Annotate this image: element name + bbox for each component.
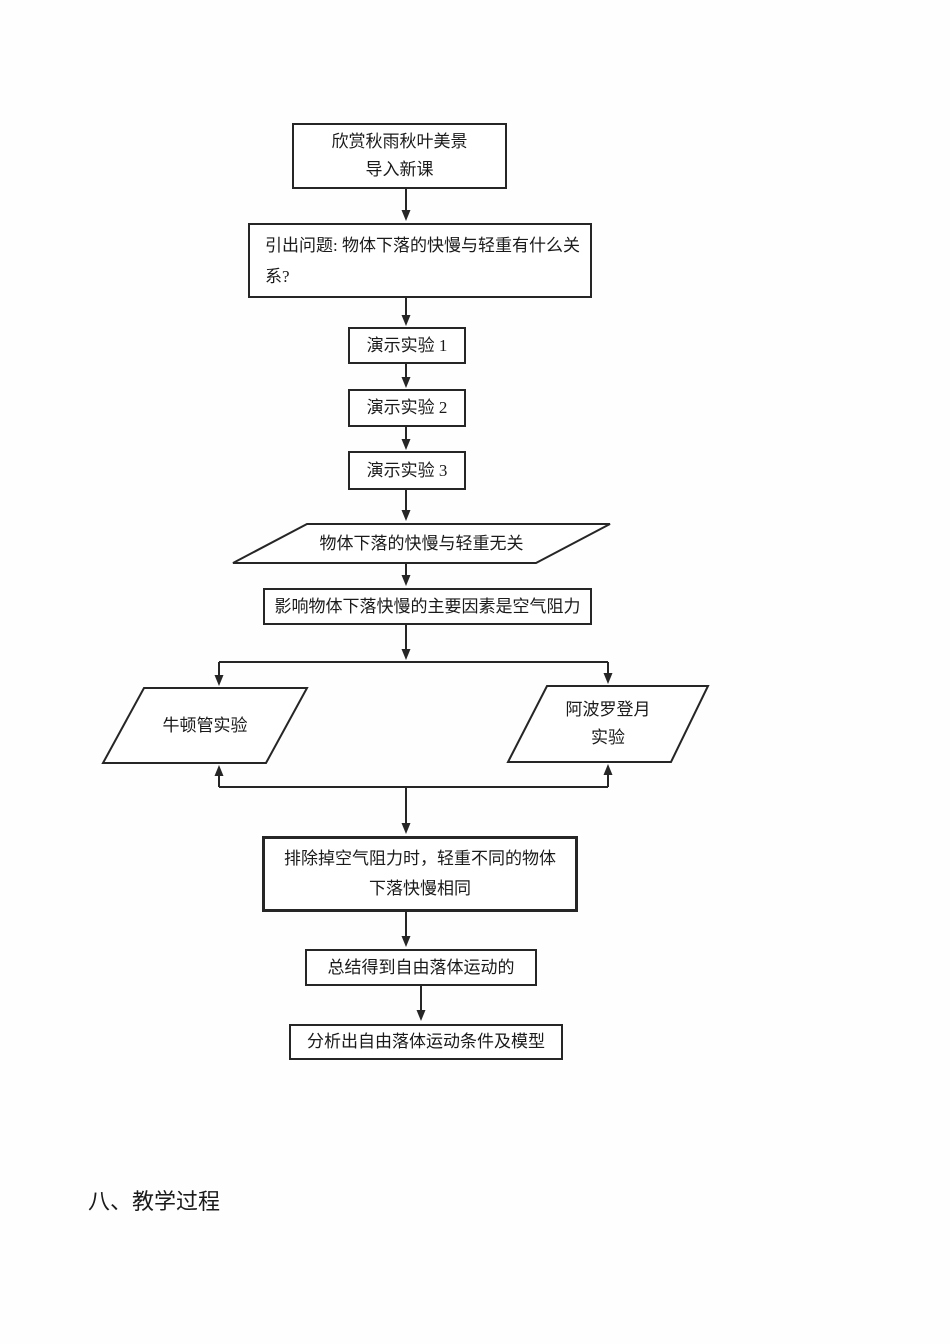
arrow-rail-up-to-apollo-moon bbox=[603, 764, 613, 787]
flow-node-newton-tube-label: 牛顿管实验 bbox=[162, 715, 248, 735]
arrow-demo1-to-demo2 bbox=[401, 364, 411, 388]
flow-node-demo-3-label: 演示实验 3 bbox=[366, 460, 448, 480]
flow-node-newton-tube: 牛顿管实验 bbox=[103, 688, 307, 763]
flow-node-no-air-same-speed: 排除掉空气阻力时，轻重不同的物体 下落快慢相同 bbox=[262, 836, 578, 912]
flow-node-intro: 欣赏秋雨秋叶美景 导入新课 bbox=[292, 123, 507, 189]
flow-node-question-line1: 引出问题: 物体下落的快慢与轻重有什么关 bbox=[265, 235, 580, 255]
parallelogram-apollo-moon bbox=[506, 685, 710, 763]
arrow-no-air-to-summary bbox=[401, 912, 411, 947]
arrow-intro-to-question bbox=[401, 189, 411, 221]
flow-node-weight-irrelevant-label: 物体下落的快慢与轻重无关 bbox=[319, 533, 524, 553]
flow-node-apollo-moon-line1: 阿波罗登月 bbox=[565, 700, 651, 719]
flow-node-air-resistance-factor-label: 影响物体下落快慢的主要因素是空气阻力 bbox=[274, 596, 581, 616]
flow-node-no-air-line1: 排除掉空气阻力时，轻重不同的物体 bbox=[284, 849, 556, 868]
arrow-rail-up-to-newton-tube bbox=[214, 765, 224, 787]
flow-node-model-label: 分析出自由落体运动条件及模型 bbox=[307, 1032, 545, 1051]
flow-node-demo-2: 演示实验 2 bbox=[348, 389, 466, 427]
flow-node-intro-line1: 欣赏秋雨秋叶美景 bbox=[331, 132, 468, 151]
parallelogram-weight-irrelevant bbox=[232, 523, 611, 564]
flow-node-demo-1: 演示实验 1 bbox=[348, 327, 466, 364]
flow-node-apollo-moon-line2: 实验 bbox=[591, 728, 625, 747]
flow-node-question: 引出问题: 物体下落的快慢与轻重有什么关 系? bbox=[248, 223, 592, 298]
flow-node-intro-line2: 导入新课 bbox=[365, 160, 434, 179]
flow-node-model-conditions: 分析出自由落体运动条件及模型 bbox=[289, 1024, 563, 1060]
flow-node-demo-2-label: 演示实验 2 bbox=[366, 398, 448, 417]
arrow-branch-to-newton-tube bbox=[214, 662, 224, 686]
flow-node-apollo-moon: 阿波罗登月 实验 bbox=[508, 686, 708, 762]
arrow-question-to-demo1 bbox=[401, 298, 411, 326]
arrow-demo3-to-weight-irrelevant bbox=[401, 490, 411, 521]
arrow-summary-to-model bbox=[416, 986, 426, 1021]
arrow-branch-to-apollo-moon bbox=[603, 662, 613, 684]
arrow-weight-irrelevant-to-factor bbox=[401, 563, 411, 586]
arrow-factor-to-branch bbox=[401, 625, 411, 660]
flow-node-air-resistance-factor: 影响物体下落快慢的主要因素是空气阻力 bbox=[263, 588, 592, 625]
flow-node-summary-label: 总结得到自由落体运动的 bbox=[327, 957, 515, 977]
flow-node-demo-3: 演示实验 3 bbox=[348, 451, 466, 490]
arrow-demo2-to-demo3 bbox=[401, 427, 411, 450]
flow-node-demo-1-label: 演示实验 1 bbox=[366, 335, 448, 355]
flow-node-summary-free-fall: 总结得到自由落体运动的 bbox=[305, 949, 537, 986]
flow-node-no-air-line2: 下落快慢相同 bbox=[369, 879, 471, 898]
flow-node-question-line2: 系? bbox=[265, 266, 290, 286]
section-heading: 八、教学过程 bbox=[88, 1189, 221, 1214]
flow-node-weight-irrelevant: 物体下落的快慢与轻重无关 bbox=[233, 524, 610, 563]
arrow-rail-to-no-air bbox=[401, 787, 411, 834]
parallelogram-newton-tube bbox=[101, 687, 309, 764]
